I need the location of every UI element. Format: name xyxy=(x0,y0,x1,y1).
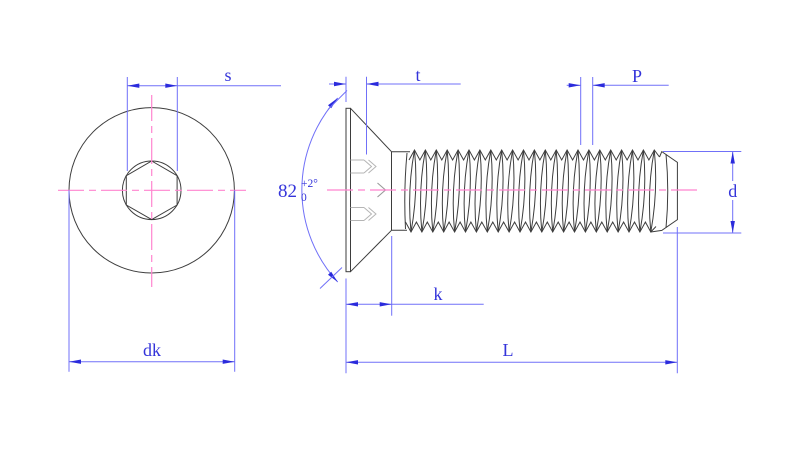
dimension-angle: 82 +2° 0 xyxy=(278,90,348,289)
dimension-p-label: P xyxy=(632,66,642,86)
dimension-dk-label: dk xyxy=(143,340,161,360)
angle-tolerance-lower: 0 xyxy=(301,192,307,204)
neck-lines xyxy=(391,151,410,231)
dimension-k-label: k xyxy=(434,284,443,304)
center-lines xyxy=(58,95,698,287)
dimension-t: t xyxy=(329,65,461,155)
dimension-dk: dk xyxy=(68,190,236,372)
dimension-s: s xyxy=(126,65,281,171)
angle-tolerance-upper: +2° xyxy=(301,178,318,190)
dimension-d-label: d xyxy=(728,181,737,201)
head-cone-flanks xyxy=(350,107,392,273)
dimension-t-label: t xyxy=(415,65,420,85)
screw-tip-chamfer xyxy=(650,150,678,233)
dimension-l-label: L xyxy=(503,340,514,360)
dimension-d: d xyxy=(663,151,742,234)
angle-tick-top xyxy=(327,90,348,110)
d-label-mask xyxy=(725,181,740,200)
thread-profile xyxy=(404,148,660,234)
angle-tick-bottom xyxy=(319,267,343,289)
angle-arc xyxy=(301,97,339,283)
dimension-l: L xyxy=(345,227,678,374)
hex-socket xyxy=(125,160,178,221)
dimension-p: P xyxy=(566,66,669,145)
angle-value-label: 82 xyxy=(278,181,297,202)
dimension-s-label: s xyxy=(224,65,231,85)
dimension-k: k xyxy=(346,236,484,316)
